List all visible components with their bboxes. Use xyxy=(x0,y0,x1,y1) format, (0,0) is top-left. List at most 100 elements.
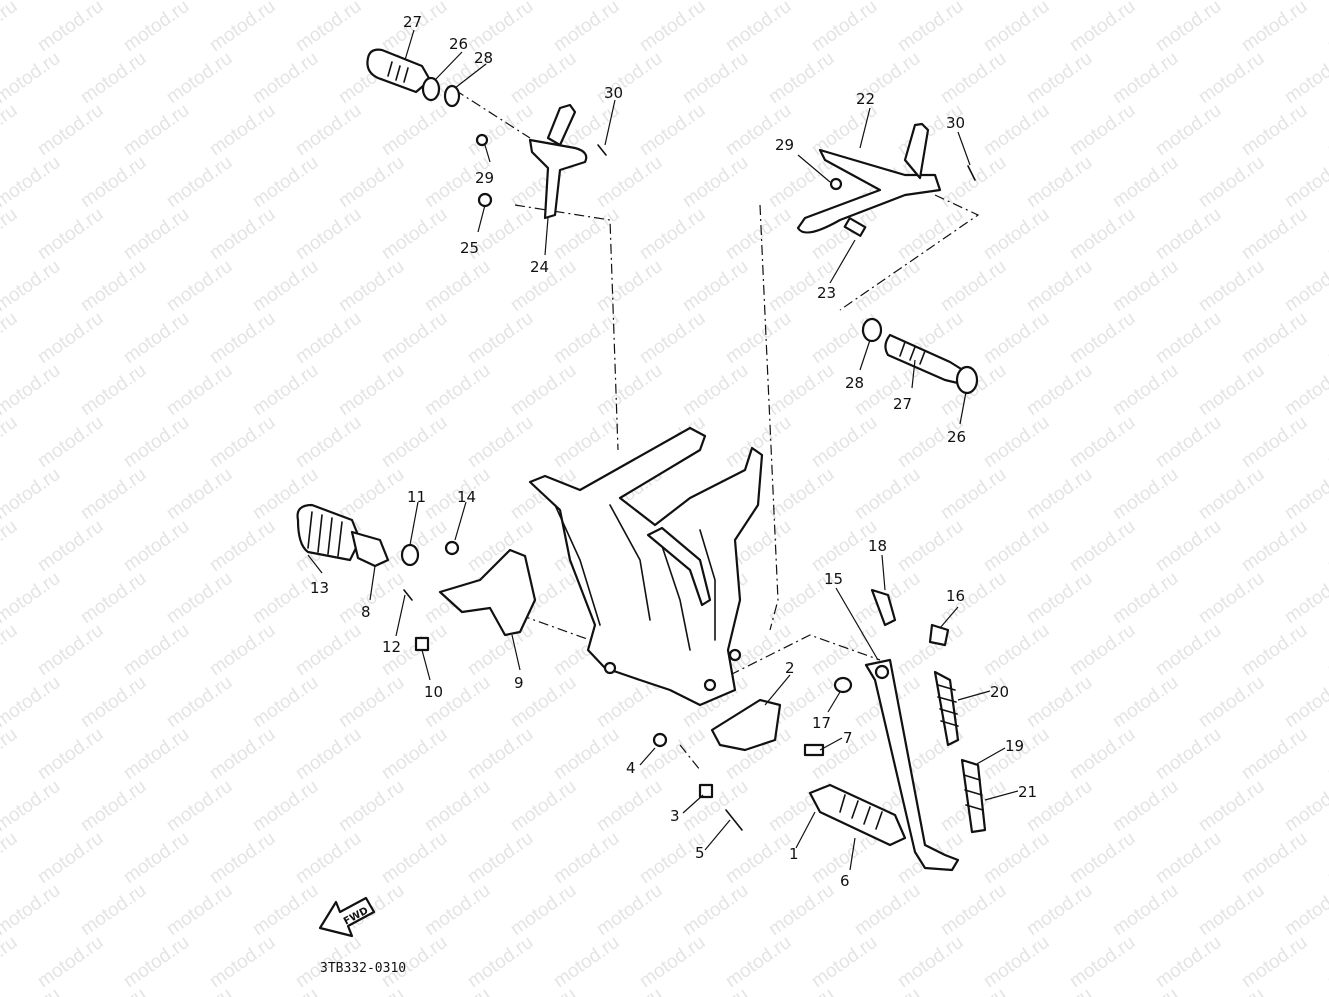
watermark-text: motod.ru xyxy=(120,828,193,888)
callout-12: 12 xyxy=(382,638,401,656)
callout-numbers: 27 26 28 30 29 25 24 22 30 29 23 28 27 2… xyxy=(310,13,1037,890)
watermark-text: motod.ru xyxy=(808,412,881,472)
callout-10: 10 xyxy=(424,683,443,701)
watermark-text: motod.ru xyxy=(0,516,21,576)
watermark-text: motod.ru xyxy=(1195,984,1268,997)
watermark-text: motod.ru xyxy=(851,256,924,316)
watermark-text: motod.ru xyxy=(1023,568,1096,628)
watermark-text: motod.ru xyxy=(980,620,1053,680)
callout-4: 4 xyxy=(626,759,636,777)
watermark-text: motod.ru xyxy=(0,360,64,420)
watermark-text: motod.ru xyxy=(1281,776,1329,836)
watermark-text: motod.ru xyxy=(206,932,279,992)
watermark-text: motod.ru xyxy=(1238,308,1311,368)
watermark-text: motod.ru xyxy=(0,464,64,524)
watermark-text: motod.ru xyxy=(1324,100,1329,160)
callout-28: 28 xyxy=(845,374,864,392)
watermark-text: motod.ru xyxy=(378,412,451,472)
watermark-text: motod.ru xyxy=(249,256,322,316)
watermark-text: motod.ru xyxy=(421,776,494,836)
watermark-text: motod.ru xyxy=(1238,100,1311,160)
watermark-text: motod.ru xyxy=(464,724,537,784)
watermark-text: motod.ru xyxy=(77,880,150,940)
watermark-text: motod.ru xyxy=(163,984,236,997)
watermark-text: motod.ru xyxy=(335,152,408,212)
watermark-text: motod.ru xyxy=(1195,360,1268,420)
watermark-text: motod.ru xyxy=(206,412,279,472)
callout-23: 23 xyxy=(817,284,836,302)
watermark-text: motod.ru xyxy=(679,880,752,940)
watermark-text: motod.ru xyxy=(464,100,537,160)
watermark-text: motod.ru xyxy=(722,828,795,888)
watermark-text: motod.ru xyxy=(808,0,881,56)
watermark-text: motod.ru xyxy=(378,308,451,368)
watermark-text: motod.ru xyxy=(636,308,709,368)
watermark-text: motod.ru xyxy=(206,516,279,576)
watermark-text: motod.ru xyxy=(0,204,21,264)
callout-3: 3 xyxy=(670,807,680,825)
watermark-text: motod.ru xyxy=(1238,724,1311,784)
watermark-text: motod.ru xyxy=(1195,568,1268,628)
watermark-text: motod.ru xyxy=(636,204,709,264)
watermark-text: motod.ru xyxy=(851,880,924,940)
callout-26: 26 xyxy=(449,35,468,53)
leader-lines xyxy=(307,29,1019,871)
watermark-text: motod.ru xyxy=(421,672,494,732)
watermark-text: motod.ru xyxy=(937,880,1010,940)
watermark-text: motod.ru xyxy=(0,100,21,160)
watermark-text: motod.ru xyxy=(1109,464,1182,524)
rear-footrest-left xyxy=(366,48,607,220)
watermark-text: motod.ru xyxy=(507,48,580,108)
callout-8: 8 xyxy=(361,603,371,621)
callout-20: 20 xyxy=(990,683,1009,701)
watermark-text: motod.ru xyxy=(1066,516,1139,576)
watermark-text: motod.ru xyxy=(1152,620,1225,680)
watermark-text: motod.ru xyxy=(1238,204,1311,264)
watermark-text: motod.ru xyxy=(292,724,365,784)
watermark-text: motod.ru xyxy=(163,152,236,212)
callout-5: 5 xyxy=(695,844,705,862)
watermark-text: motod.ru xyxy=(249,672,322,732)
watermark-text: motod.ru xyxy=(421,256,494,316)
watermark-text: motod.ru xyxy=(1109,672,1182,732)
watermark-text: motod.ru xyxy=(292,204,365,264)
watermark-text: motod.ru xyxy=(0,152,64,212)
watermark-text: motod.ru xyxy=(1109,48,1182,108)
watermark-text: motod.ru xyxy=(1195,464,1268,524)
watermark-text: motod.ru xyxy=(0,412,21,472)
watermark-text: motod.ru xyxy=(894,0,967,56)
watermark-text: motod.ru xyxy=(34,100,107,160)
watermark-text: motod.ru xyxy=(0,776,64,836)
watermark-text: motod.ru xyxy=(421,360,494,420)
watermark-text: motod.ru xyxy=(77,984,150,997)
watermark-text: motod.ru xyxy=(765,360,838,420)
watermark-text: motod.ru xyxy=(1066,308,1139,368)
watermark-text: motod.ru xyxy=(206,308,279,368)
watermark-text: motod.ru xyxy=(765,880,838,940)
watermark-text: motod.ru xyxy=(421,880,494,940)
watermark-text: motod.ru xyxy=(1281,464,1329,524)
watermark-text: motod.ru xyxy=(1195,672,1268,732)
watermark-text: motod.ru xyxy=(0,724,21,784)
watermark-text: motod.ru xyxy=(77,48,150,108)
fwd-arrow-icon: FWD xyxy=(318,896,376,938)
callout-7: 7 xyxy=(843,729,853,747)
watermark-text: motod.ru xyxy=(980,412,1053,472)
watermark-text: motod.ru xyxy=(34,0,107,56)
watermark-text: motod.ru xyxy=(120,724,193,784)
watermark-text: motod.ru xyxy=(249,568,322,628)
watermark-text: motod.ru xyxy=(636,0,709,56)
watermark-text: motod.ru xyxy=(120,620,193,680)
watermark-text: motod.ru xyxy=(1023,256,1096,316)
watermark-text: motod.ru xyxy=(980,204,1053,264)
watermark-text: motod.ru xyxy=(1152,100,1225,160)
watermark-text: motod.ru xyxy=(808,932,881,992)
watermark-text: motod.ru xyxy=(249,984,322,997)
callout-28: 28 xyxy=(474,49,493,67)
watermark-text: motod.ru xyxy=(980,308,1053,368)
watermark-text: motod.ru xyxy=(34,932,107,992)
watermark-text: motod.ru xyxy=(722,932,795,992)
watermark-text: motod.ru xyxy=(550,724,623,784)
watermark-text: motod.ru xyxy=(1324,308,1329,368)
